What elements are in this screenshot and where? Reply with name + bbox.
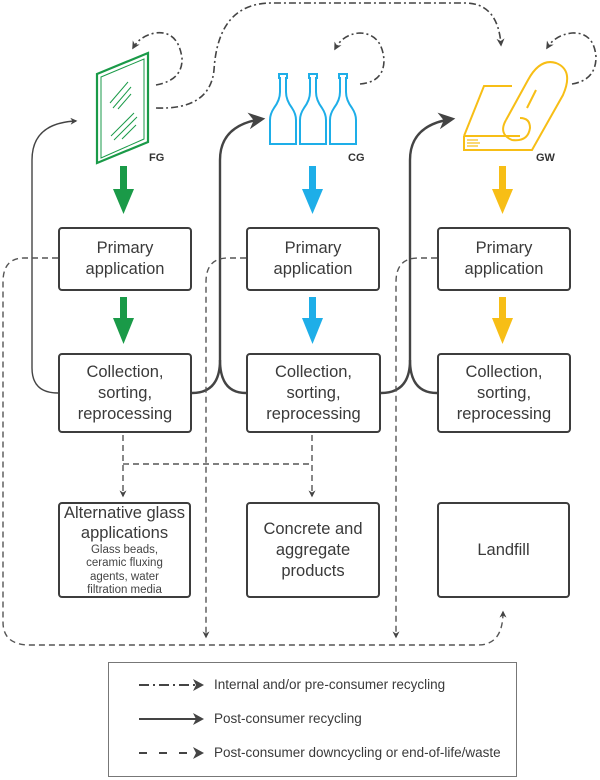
stream-label-gw: GW	[536, 152, 555, 164]
fg-collection-box: Collection, sorting, reprocessing	[58, 353, 192, 433]
gw-internal-loop	[546, 32, 597, 85]
legend-item-post-consumer: Post-consumer recycling	[109, 709, 516, 729]
dash-dot-arrow-icon	[139, 679, 204, 691]
glass-bottles-icon	[269, 73, 357, 145]
legend-label: Post-consumer downcycling or end-of-life…	[214, 745, 501, 760]
cg-down-arrows	[302, 166, 323, 344]
box-label: Collection, sorting, reprocessing	[456, 362, 552, 423]
fg-post-consumer-loop	[31, 117, 78, 394]
box-sublabel: Glass beads, ceramic fluxing agents, wat…	[86, 543, 163, 597]
dashed-arrow-icon	[139, 747, 204, 759]
box-label: Collection, sorting, reprocessing	[266, 362, 361, 423]
concrete-aggregate-box: Concrete and aggregate products	[246, 502, 380, 598]
cg-collection-box: Collection, sorting, reprocessing	[246, 353, 381, 433]
box-label: Alternative glass applications	[63, 503, 186, 542]
legend: Internal and/or pre-consumer recycling P…	[108, 662, 517, 777]
glass-wool-roll-icon	[463, 61, 569, 151]
cg-primary-application-box: Primary application	[246, 227, 380, 291]
cg-to-gw-recycling	[380, 112, 456, 395]
box-label: Collection, sorting, reprocessing	[77, 362, 173, 423]
box-label: Primary application	[273, 239, 353, 278]
stream-label-fg: FG	[149, 152, 165, 164]
stream-label-cg: CG	[348, 152, 365, 164]
cg-internal-loop	[334, 32, 385, 85]
fg-internal-loop	[132, 31, 183, 86]
flat-glass-pane-icon	[95, 51, 150, 165]
box-label: Primary application	[464, 239, 544, 278]
cg-waste-path	[202, 257, 246, 639]
fg-primary-application-box: Primary application	[58, 227, 192, 291]
fg-to-cg-recycling	[191, 112, 266, 395]
gw-down-arrows	[492, 166, 513, 344]
legend-item-internal: Internal and/or pre-consumer recycling	[109, 675, 516, 695]
alternative-glass-applications-box: Alternative glass applications Glass bea…	[58, 502, 191, 598]
box-label: Landfill	[477, 540, 530, 559]
box-label: Primary application	[85, 239, 165, 278]
fg-to-gw-internal-link	[155, 2, 505, 109]
gw-collection-box: Collection, sorting, reprocessing	[437, 353, 571, 433]
legend-label: Post-consumer recycling	[214, 711, 362, 726]
gw-primary-application-box: Primary application	[437, 227, 571, 291]
fg-down-arrows	[113, 166, 134, 344]
solid-arrow-icon	[139, 713, 204, 725]
gw-self-recycling	[408, 359, 438, 395]
cg-self-recycling	[218, 359, 247, 395]
gw-waste-path	[392, 257, 437, 639]
legend-item-downcycling: Post-consumer downcycling or end-of-life…	[109, 743, 516, 763]
landfill-box: Landfill	[437, 502, 570, 598]
legend-label: Internal and/or pre-consumer recycling	[214, 677, 446, 692]
box-label: Concrete and aggregate products	[263, 519, 363, 580]
